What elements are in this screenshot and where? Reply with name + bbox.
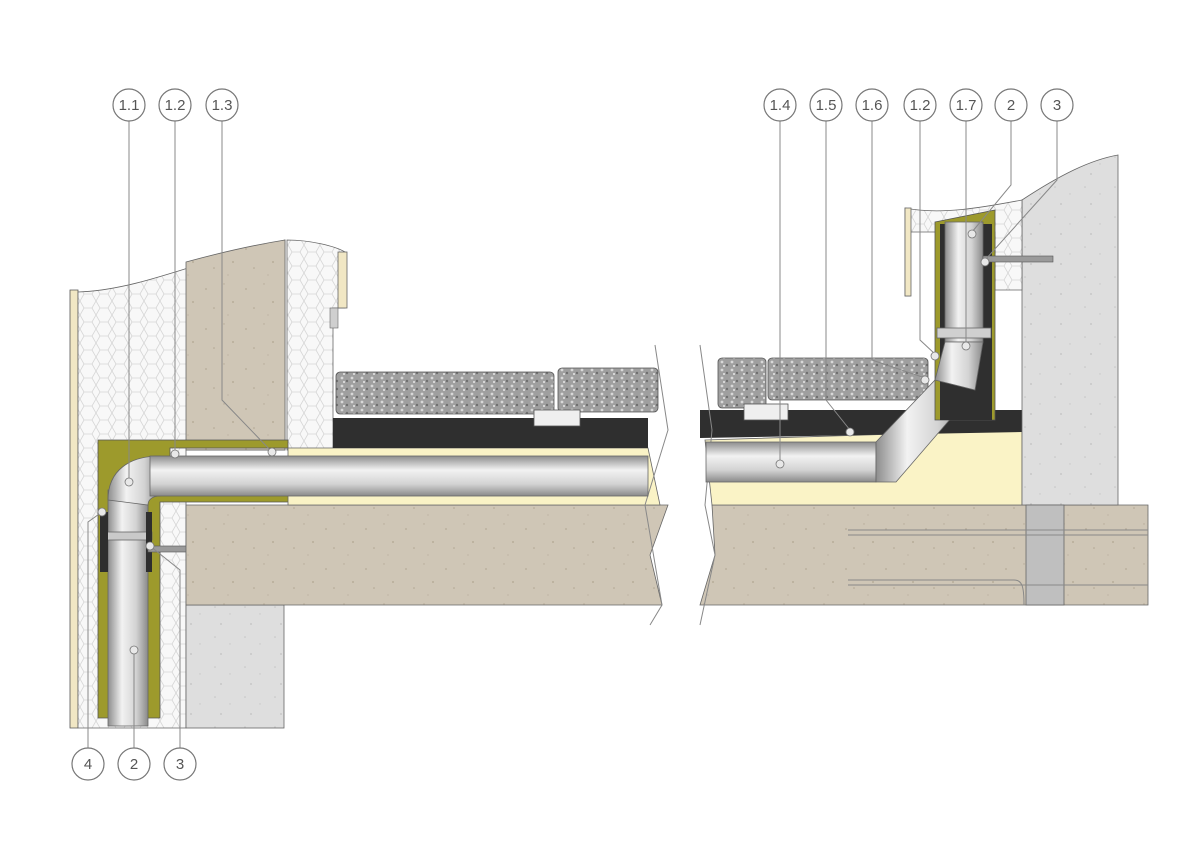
callout-1-2-right: 1.2 xyxy=(903,88,937,122)
paving-slab-1 xyxy=(335,371,555,415)
callout-1-6: 1.6 xyxy=(855,88,889,122)
callouts: 1.1 1.2 1.3 1.4 1.5 1.6 1.2 1.7 xyxy=(71,88,1074,781)
callout-1-3: 1.3 xyxy=(205,88,239,122)
membrane-left xyxy=(333,418,648,448)
anchor-bar-right xyxy=(982,255,1054,263)
parapet xyxy=(286,239,346,451)
callout-4: 4 xyxy=(71,747,105,781)
callout-label: 1.2 xyxy=(910,97,931,114)
callout-1-5: 1.5 xyxy=(809,88,843,122)
callout-1-2-left: 1.2 xyxy=(158,88,192,122)
callout-label: 4 xyxy=(84,756,92,773)
callout-label: 1.2 xyxy=(165,97,186,114)
pipe-bend-right xyxy=(934,341,984,391)
callout-3-bottom: 3 xyxy=(163,747,197,781)
pipe-right-run xyxy=(705,441,877,483)
callout-label: 1.6 xyxy=(862,97,883,114)
right-section xyxy=(848,154,1148,606)
pedestal-1 xyxy=(533,409,581,427)
callout-label: 2 xyxy=(1007,97,1015,114)
callout-1-4: 1.4 xyxy=(763,88,797,122)
callout-label: 1.7 xyxy=(956,97,977,114)
slab-right xyxy=(699,504,1149,606)
callout-label: 1.4 xyxy=(770,97,791,114)
callout-3-top: 3 xyxy=(1040,88,1074,122)
callout-label: 2 xyxy=(130,756,138,773)
parapet-cap xyxy=(337,251,348,309)
pipe-left-run xyxy=(149,455,649,497)
callout-1-1: 1.1 xyxy=(112,88,146,122)
vertical-pipe-right xyxy=(944,221,984,343)
paving-slab-4 xyxy=(767,357,929,401)
callout-label: 1.5 xyxy=(816,97,837,114)
callout-2-top: 2 xyxy=(994,88,1028,122)
left-wall-concrete xyxy=(185,239,286,451)
callout-1-7: 1.7 xyxy=(949,88,983,122)
pedestal-2 xyxy=(743,403,789,421)
paving-slab-3 xyxy=(717,357,767,409)
vertical-pipe-left xyxy=(107,489,149,727)
lower-wall-concrete xyxy=(185,604,285,729)
callout-label: 1.1 xyxy=(119,97,140,114)
right-wall-concrete xyxy=(1021,154,1119,506)
slab-left xyxy=(185,504,669,606)
callout-label: 3 xyxy=(176,756,184,773)
paving xyxy=(335,357,929,427)
callout-2-bottom: 2 xyxy=(117,747,151,781)
paving-slab-2 xyxy=(557,367,659,413)
callout-label: 3 xyxy=(1053,97,1061,114)
rebar-post xyxy=(1025,504,1065,606)
left-section xyxy=(69,239,348,729)
callout-label: 1.3 xyxy=(212,97,233,114)
cladding-board xyxy=(69,289,79,729)
